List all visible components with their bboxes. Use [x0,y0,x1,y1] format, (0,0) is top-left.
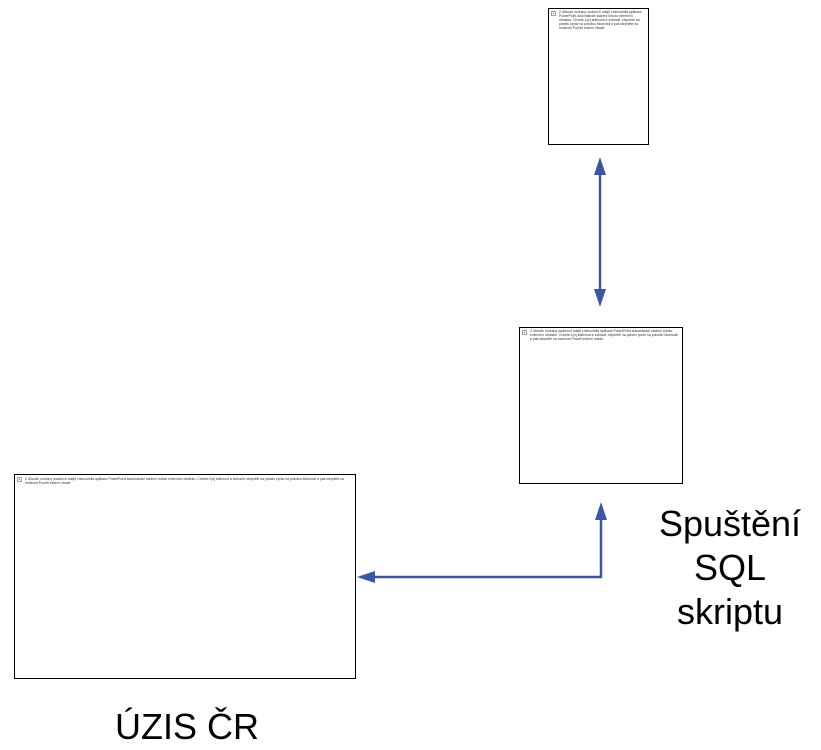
sql-label-line-3: skriptu [676,591,784,632]
broken-image-icon [17,477,22,482]
arrowhead-left-icon [357,571,375,583]
sql-label-line-2: SQL [693,547,767,588]
sql-script-label: Spuštění SQL skriptu [650,502,810,634]
uzis-label: ÚZIS ČR [115,706,259,747]
arrowhead-up-icon [594,157,606,175]
broken-image-icon [551,11,556,16]
sql-label-line-1: Spuštění [658,503,802,544]
image-placeholder-large: Z důvodu ochrany osobních údajů znemožni… [14,474,356,679]
connector-middle-large-line [372,516,603,579]
arrowhead-up-icon [595,502,607,520]
placeholder-message: Z důvodu ochrany osobních údajů znemožni… [559,10,642,30]
arrowhead-down-icon [594,289,606,307]
image-placeholder-top: Z důvodu ochrany osobních údajů znemožni… [548,8,649,145]
placeholder-message: Z důvodu ochrany osobních údajů znemožni… [25,477,344,485]
broken-image-icon [522,330,527,335]
placeholder-message: Z důvodu ochrany osobních údajů znemožni… [530,329,678,341]
image-placeholder-middle: Z důvodu ochrany osobních údajů znemožni… [519,327,683,484]
